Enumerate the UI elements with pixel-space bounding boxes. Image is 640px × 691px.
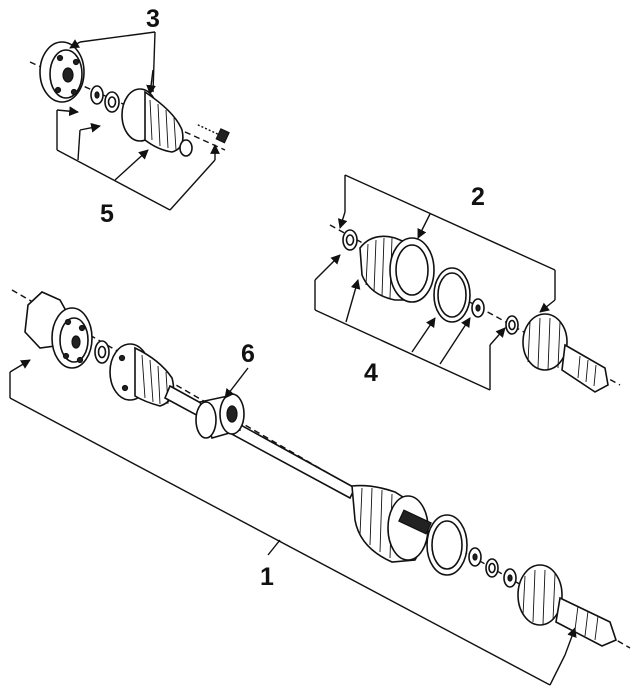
callout-label-5: 5 xyxy=(100,200,114,228)
callout-label-3: 3 xyxy=(146,5,160,33)
outer-clamp-ring-part xyxy=(426,514,468,576)
center-bearing-part xyxy=(195,393,245,439)
flange-part xyxy=(39,41,85,103)
inner-cv-joint-part xyxy=(109,343,175,407)
right-assembly xyxy=(314,174,621,393)
callout-2-bracket xyxy=(337,174,556,313)
outer-boot-part xyxy=(351,484,432,563)
outer-washers-part xyxy=(468,547,517,588)
bolt-part xyxy=(195,123,230,144)
callout-label-4: 4 xyxy=(364,359,378,387)
outer-axle-joint-part xyxy=(517,564,617,647)
callout-label-2: 2 xyxy=(471,183,485,211)
outer-cv-joint-part xyxy=(522,313,609,393)
callout-4-bracket xyxy=(314,254,506,391)
inner-flange-part xyxy=(24,291,93,369)
callout-3-bracket xyxy=(69,31,156,95)
main-axle-assembly xyxy=(9,289,631,686)
inner-washer-part xyxy=(94,340,110,364)
washer-part xyxy=(90,85,120,113)
callout-label-6: 6 xyxy=(241,340,255,368)
callout-label-1: 1 xyxy=(260,563,274,591)
callout-6-leader xyxy=(224,367,249,399)
clamp-ring-part xyxy=(433,267,471,323)
washer-part-right xyxy=(471,298,519,335)
cv-boot-part xyxy=(359,235,435,303)
callout-5-bracket xyxy=(56,106,220,211)
small-ring-part xyxy=(342,229,358,251)
top-left-assembly xyxy=(29,31,230,211)
cv-joint-part xyxy=(121,88,193,157)
callout-1-bracket xyxy=(9,359,577,686)
